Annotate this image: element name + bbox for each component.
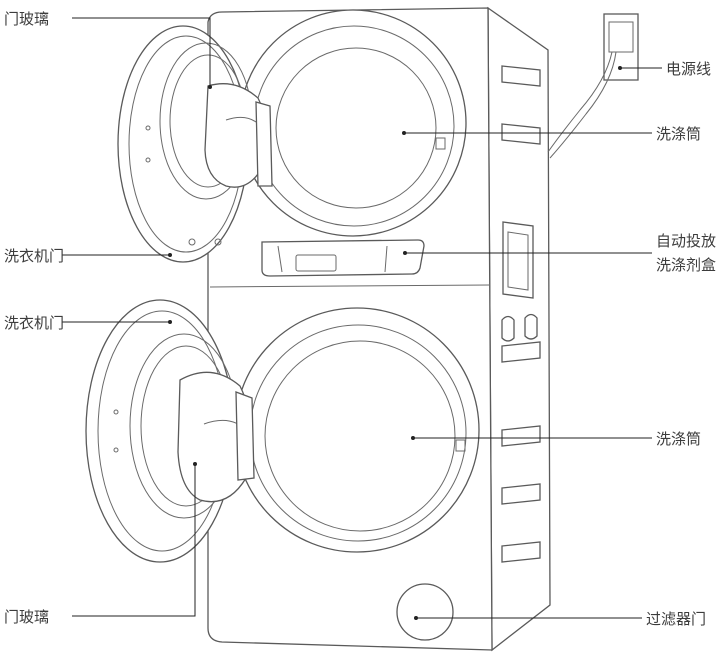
label-door-glass-top: 门玻璃 <box>4 10 49 28</box>
detergent-drawer <box>261 239 425 277</box>
upper-door <box>117 25 273 263</box>
label-door-glass-bottom: 门玻璃 <box>4 608 49 626</box>
leader-lines <box>62 17 662 620</box>
label-washer-door-bottom: 洗衣机门 <box>4 314 64 332</box>
lower-door <box>85 299 255 563</box>
lower-drum <box>234 307 480 553</box>
power-outlet <box>547 13 639 159</box>
label-detergent-box-line1: 自动投放 <box>656 232 716 250</box>
upper-drum <box>239 9 467 237</box>
label-power-cord: 电源线 <box>666 60 711 78</box>
side-vents <box>501 65 541 563</box>
label-detergent-box-line2: 洗涤剂盒 <box>656 256 716 274</box>
label-drum-bottom: 洗涤筒 <box>656 430 701 448</box>
filter-door <box>396 583 454 641</box>
label-drum-top: 洗涤筒 <box>656 125 701 143</box>
label-washer-door-top: 洗衣机门 <box>4 247 64 265</box>
label-filter-door: 过滤器门 <box>646 610 706 628</box>
